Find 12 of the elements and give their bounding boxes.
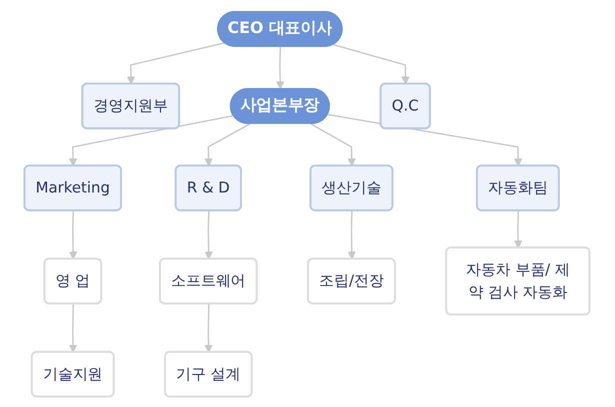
arrow <box>348 210 356 260</box>
arrow <box>205 210 214 260</box>
arrow <box>310 122 356 166</box>
arrow <box>276 46 285 89</box>
arrow <box>204 122 251 166</box>
arrow <box>69 114 234 166</box>
arrow <box>69 303 78 352</box>
arrow <box>204 303 214 352</box>
arrow <box>127 42 226 84</box>
arrow <box>514 210 523 248</box>
arrow <box>70 210 78 260</box>
arrow <box>334 44 410 84</box>
